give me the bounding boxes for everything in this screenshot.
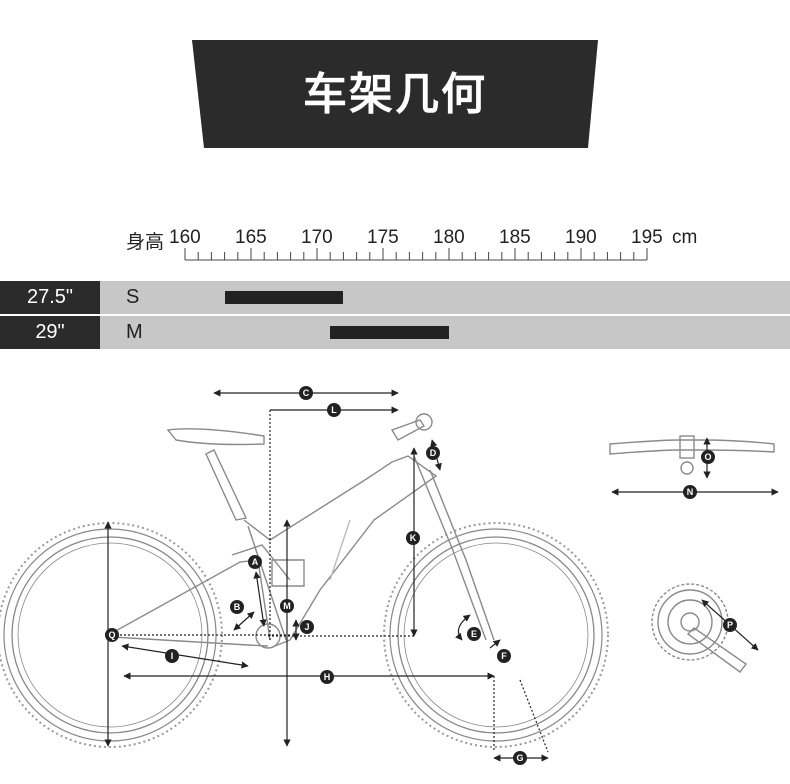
marker-o: O: [701, 450, 715, 464]
marker-q: Q: [105, 628, 119, 642]
svg-text:I: I: [171, 651, 174, 661]
svg-text:M: M: [283, 601, 291, 611]
marker-d: D: [426, 446, 440, 460]
marker-f: F: [497, 649, 511, 663]
page-title: 车架几何: [303, 69, 487, 120]
wheel-size-cell: 27.5": [0, 281, 100, 314]
svg-text:F: F: [501, 651, 507, 661]
height-scale-label: 身高: [126, 232, 165, 253]
marker-c: C: [299, 386, 313, 400]
marker-b: B: [230, 600, 244, 614]
scale-tick-label: 180: [433, 227, 465, 248]
size-row-s: 27.5" S: [0, 281, 790, 314]
svg-text:H: H: [324, 672, 331, 682]
svg-text:E: E: [471, 629, 477, 639]
scale-tick-label: 170: [301, 227, 333, 248]
svg-text:L: L: [331, 405, 337, 415]
scale-tick-label: 175: [367, 227, 399, 248]
height-range-bar: [224, 291, 344, 304]
scale-tick-label: 195: [631, 227, 663, 248]
frame-size-label: S: [126, 286, 140, 308]
marker-j: J: [300, 620, 314, 634]
scale-tick-label: 160: [169, 227, 201, 248]
svg-text:D: D: [430, 448, 437, 458]
marker-e: E: [467, 627, 481, 641]
scale-tick-label: 165: [235, 227, 267, 248]
height-range-bar: [330, 326, 449, 339]
front-wheel: [383, 522, 609, 748]
svg-text:O: O: [704, 452, 711, 462]
scale-tick-label: 185: [499, 227, 531, 248]
title-banner: [192, 40, 598, 148]
svg-text:K: K: [410, 533, 417, 543]
handlebar-detail: [609, 435, 775, 475]
marker-a: A: [248, 555, 262, 569]
marker-k: K: [406, 531, 420, 545]
marker-g: G: [513, 751, 527, 765]
frame-size-label: M: [126, 321, 143, 343]
height-scale-unit: cm: [672, 227, 698, 248]
dimension-lines: [104, 389, 779, 762]
marker-h: H: [320, 670, 334, 684]
scale-tick-label: 190: [565, 227, 597, 248]
size-band: [100, 281, 790, 314]
svg-text:C: C: [303, 388, 310, 398]
marker-l: L: [327, 403, 341, 417]
svg-text:N: N: [687, 487, 694, 497]
svg-text:G: G: [516, 753, 523, 763]
svg-text:A: A: [252, 557, 259, 567]
height-scale-ruler: [184, 248, 648, 261]
size-row-m: 29" M: [0, 316, 790, 349]
marker-i: I: [165, 649, 179, 663]
svg-text:Q: Q: [108, 630, 115, 640]
svg-text:B: B: [234, 602, 241, 612]
svg-text:J: J: [304, 622, 309, 632]
marker-m: M: [280, 599, 294, 613]
svg-text:P: P: [727, 620, 733, 630]
marker-n: N: [683, 485, 697, 499]
wheel-size-cell: 29": [0, 316, 100, 349]
marker-p: P: [723, 618, 737, 632]
